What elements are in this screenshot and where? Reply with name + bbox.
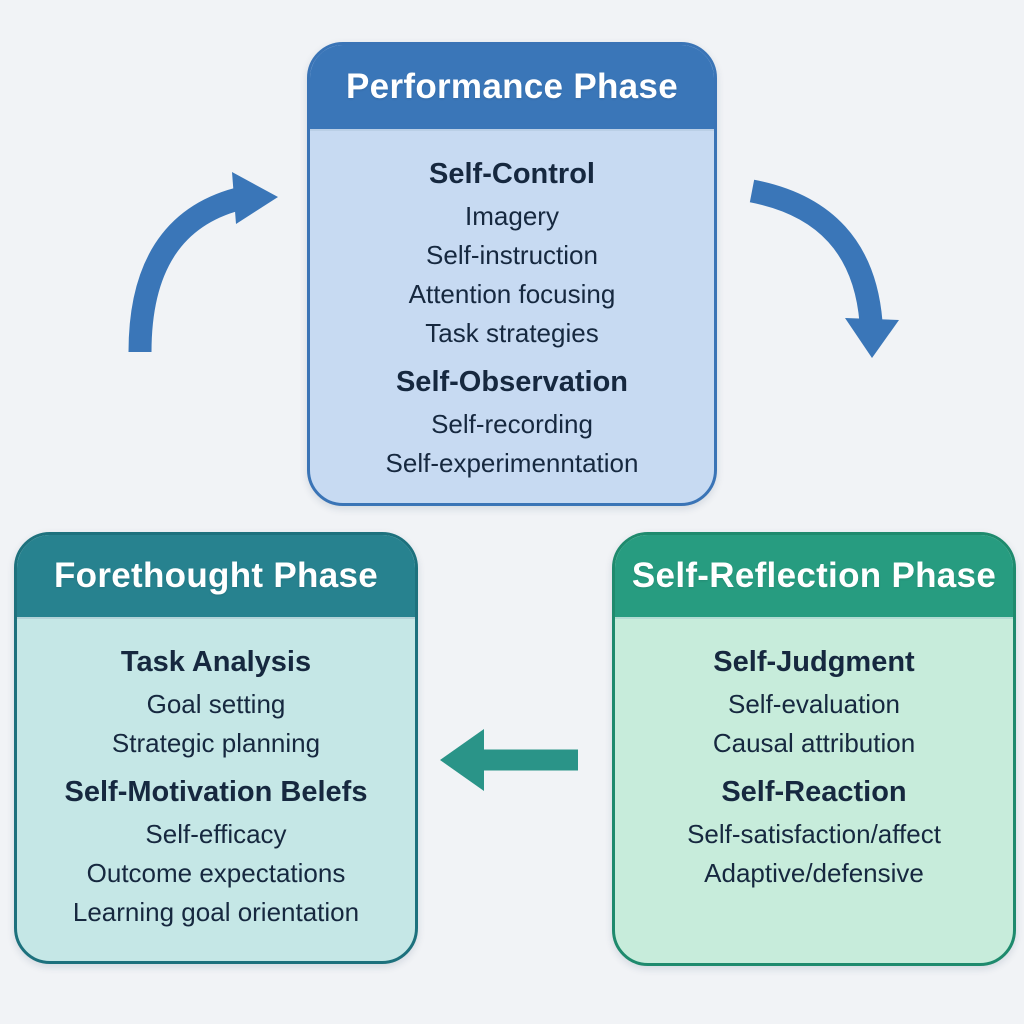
section-heading-self-control: Self-Control [429,158,595,190]
self-reflection-phase-box: Self-Reflection Phase Self-Judgment Self… [612,532,1016,966]
forethought-phase-header: Forethought Phase [17,535,415,619]
curved-arrow-down-right-shaft [749,179,883,324]
forethought-phase-box: Forethought Phase Task Analysis Goal set… [14,532,418,964]
list-item: Task strategies [425,318,599,348]
performance-phase-body: Self-Control Imagery Self-instruction At… [310,131,714,483]
list-item: Self-evaluation [728,689,900,719]
curved-arrow-down-right-head [845,318,899,358]
list-item: Causal attribution [712,728,916,758]
performance-phase-title: Performance Phase [346,67,678,106]
performance-phase-box: Performance Phase Self-Control Imagery S… [307,42,717,506]
list-item: Self-efficacy [145,819,287,849]
list-item: Attention focusing [408,279,616,309]
section-heading-self-observation: Self-Observation [395,366,629,398]
list-item: Goal setting [146,689,286,719]
straight-arrow-left [440,729,578,791]
performance-phase-header: Performance Phase [310,45,714,131]
self-reflection-phase-title: Self-Reflection Phase [631,556,997,595]
list-item: Outcome expectations [86,858,346,888]
list-item: Imagery [465,201,559,231]
list-item: Strategic planning [111,728,321,758]
curved-arrow-up-right-head [232,172,278,224]
list-item: Learning goal orientation [72,897,360,927]
self-reflection-phase-body: Self-Judgment Self-evaluation Causal att… [615,619,1013,893]
curved-arrow-down-right [749,179,899,358]
curved-arrow-up-right-shaft [128,187,242,353]
list-item: Self-instruction [426,240,598,270]
section-heading-self-judgment: Self-Judgment [713,646,915,678]
section-heading-self-reaction: Self-Reaction [721,776,907,808]
forethought-phase-title: Forethought Phase [54,556,378,595]
self-reflection-phase-header: Self-Reflection Phase [615,535,1013,619]
forethought-phase-body: Task Analysis Goal setting Strategic pla… [17,619,415,932]
list-item: Self-recording [431,409,593,439]
list-item: Self-satisfaction/affect [687,819,941,849]
curved-arrow-up-right [128,172,278,353]
straight-arrow-left-head [440,729,484,791]
list-item: Adaptive/defensive [704,858,924,888]
section-heading-self-motivation-beliefs: Self-Motivation Belefs [64,776,368,808]
section-heading-task-analysis: Task Analysis [120,646,312,678]
list-item: Self-experimenntation [385,448,639,478]
